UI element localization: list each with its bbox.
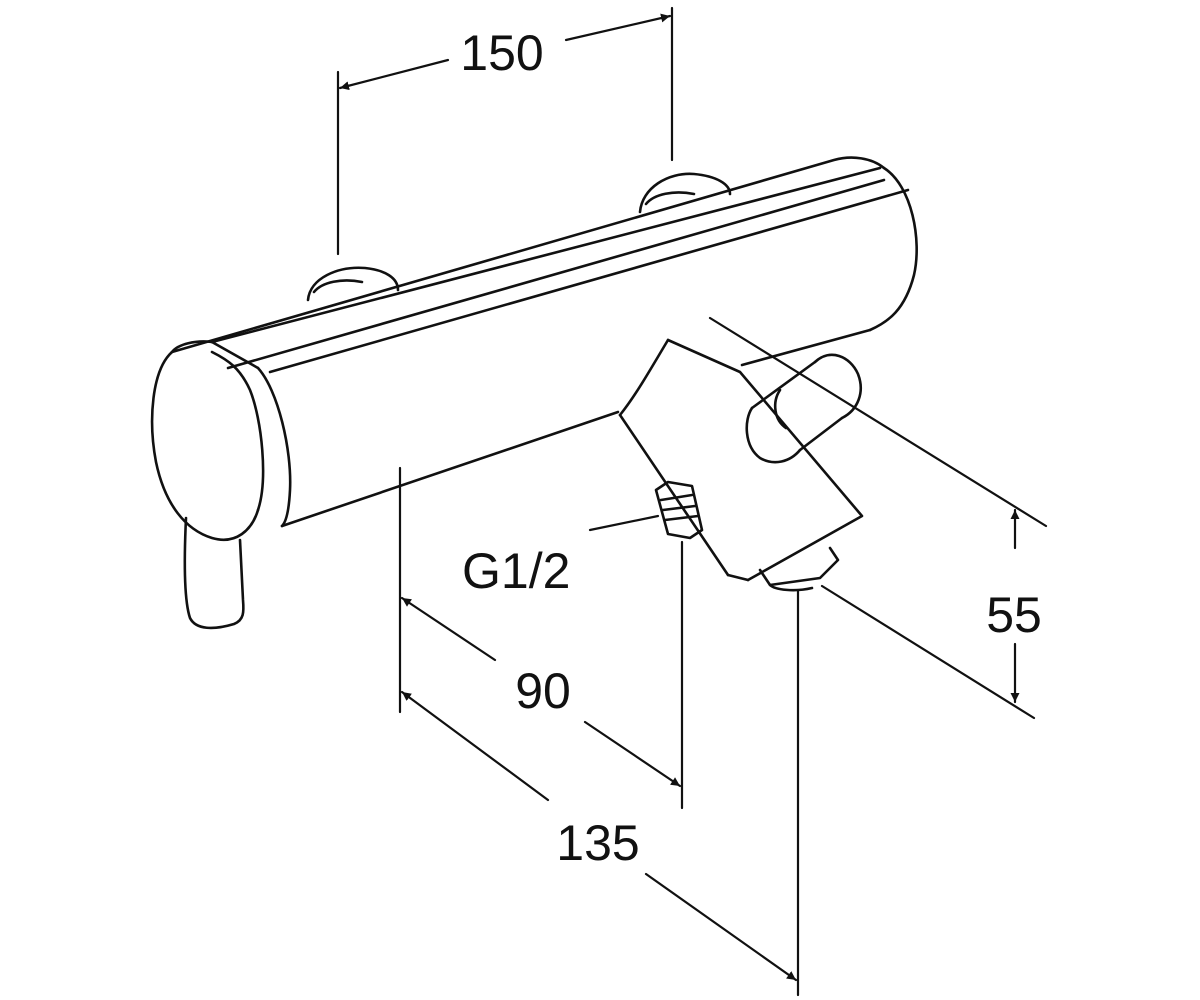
outlet-depth-label: 90 [515, 663, 571, 719]
diverter-knob [745, 353, 862, 464]
spout-height-label: 55 [986, 587, 1042, 643]
dimension-width: 150 [336, 6, 674, 256]
threaded-outlet [654, 480, 704, 540]
dimension-line-90-left [400, 596, 497, 662]
dimension-spout-depth: 135 [400, 588, 800, 997]
right-wall-connector [638, 172, 732, 214]
bath-spout [618, 338, 864, 592]
dimension-spout-height: 55 [708, 316, 1048, 720]
spout-depth-label: 135 [556, 815, 639, 871]
dimension-outlet-depth: 90 [398, 466, 684, 810]
dimension-line-135-right [644, 872, 798, 982]
left-wall-connector [306, 266, 400, 302]
extension-line-spout-top [708, 316, 1048, 528]
dimension-line-90-right [583, 720, 682, 788]
dimension-line-135-left [400, 690, 550, 802]
extension-line-spout-bottom [820, 584, 1036, 720]
mixer-body [170, 156, 918, 528]
thread-callout: G1/2 [462, 514, 660, 599]
width-label: 150 [460, 25, 543, 81]
lever-handle [183, 516, 245, 630]
thread-label: G1/2 [462, 543, 570, 599]
thermostat-end-cap [150, 340, 292, 541]
faucet-illustration [150, 156, 918, 630]
dimension-line-150-left [338, 58, 450, 91]
dimension-line-150-right [564, 13, 672, 42]
thread-leader-line [588, 514, 660, 532]
